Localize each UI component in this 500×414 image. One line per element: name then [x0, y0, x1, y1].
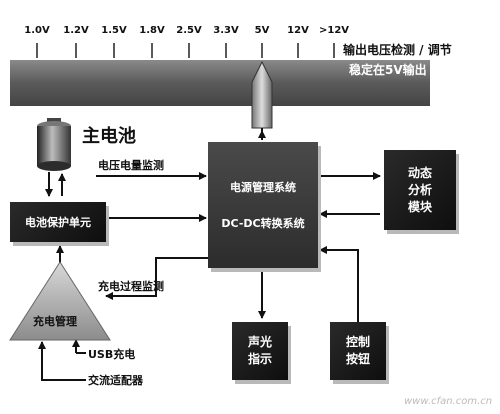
tick-label: 5V: [254, 25, 270, 36]
tick-label: >12V: [318, 25, 350, 36]
tick-label: 3.3V: [213, 25, 239, 36]
tick-label: 1.0V: [24, 25, 50, 36]
scale-caption-2: 稳定在5V输出: [349, 63, 427, 77]
charge-management-triangle: [9, 261, 111, 341]
battery-title: 主电池: [82, 126, 136, 147]
sound-light-block: 声光 指示: [232, 322, 288, 380]
watermark: www.cfan.com.cn: [404, 396, 493, 407]
tick-label: 1.2V: [63, 25, 89, 36]
power-management-block: 电源管理系统 DC-DC转换系统: [208, 142, 318, 268]
charge-management-label: 充电管理: [33, 315, 77, 328]
control-button-block: 控制 按钮: [330, 322, 386, 380]
ac-adapter-label: 交流适配器: [88, 374, 143, 387]
voltage-bar: [10, 60, 430, 106]
dynamic-analysis-block: 动态 分析 模块: [384, 150, 456, 230]
scale-caption-1: 输出电压检测 / 调节: [343, 43, 452, 57]
tick-label: 12V: [287, 25, 309, 36]
voltage-pointer: [251, 60, 273, 140]
tick-label: 1.5V: [101, 25, 127, 36]
battery-icon: [37, 118, 71, 171]
usb-charge-label: USB充电: [88, 348, 136, 361]
dcdc-system-title: DC-DC转换系统: [221, 217, 305, 230]
power-system-title: 电源管理系统: [230, 181, 296, 194]
tick-label: 1.8V: [139, 25, 165, 36]
scale-ticks: [36, 43, 335, 58]
battery-protection-block: 电池保护单元: [10, 202, 106, 242]
charge-monitor-label: 充电过程监测: [98, 280, 164, 293]
tick-label: 2.5V: [176, 25, 202, 36]
voltage-monitor-label: 电压电量监测: [98, 159, 164, 172]
